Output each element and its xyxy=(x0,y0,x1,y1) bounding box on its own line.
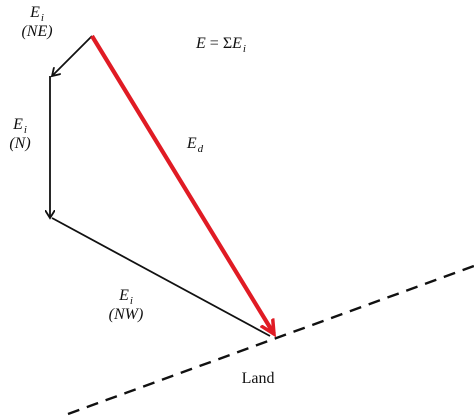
label-ed: Ed xyxy=(180,135,210,155)
shoreline xyxy=(67,264,474,416)
equation: E = ΣEi xyxy=(176,35,266,55)
label-land: Land xyxy=(230,370,286,388)
label-ei-n-direction: (N) xyxy=(9,135,31,152)
label-ei-ne-subscript: i xyxy=(40,12,44,24)
equation-equals: = xyxy=(205,35,223,52)
label-ei-ne-symbol: E xyxy=(30,4,40,21)
label-ed-subscript: d xyxy=(197,143,204,155)
label-ei-nw-symbol: E xyxy=(119,287,129,304)
label-ei-ne: Ei (NE) xyxy=(12,4,62,41)
equation-term: E xyxy=(232,35,242,52)
vector-ei-nw xyxy=(51,217,271,337)
label-ed-symbol: E xyxy=(186,135,197,152)
equation-subscript: i xyxy=(242,43,246,55)
label-ei-n: Ei (N) xyxy=(2,116,38,153)
equation-lhs: E xyxy=(196,35,206,52)
equation-sigma: Σ xyxy=(222,35,233,52)
vector-ed-resultant xyxy=(90,34,274,334)
label-ei-nw-direction: (NW) xyxy=(108,306,144,323)
label-ei-n-symbol: E xyxy=(13,116,23,133)
vector-ei-ne xyxy=(52,35,93,76)
label-ei-ne-direction: (NE) xyxy=(21,23,53,40)
label-ei-nw: Ei (NW) xyxy=(98,287,154,324)
label-ei-n-subscript: i xyxy=(23,124,27,136)
label-land-text: Land xyxy=(241,370,275,387)
label-ei-nw-subscript: i xyxy=(129,295,133,307)
